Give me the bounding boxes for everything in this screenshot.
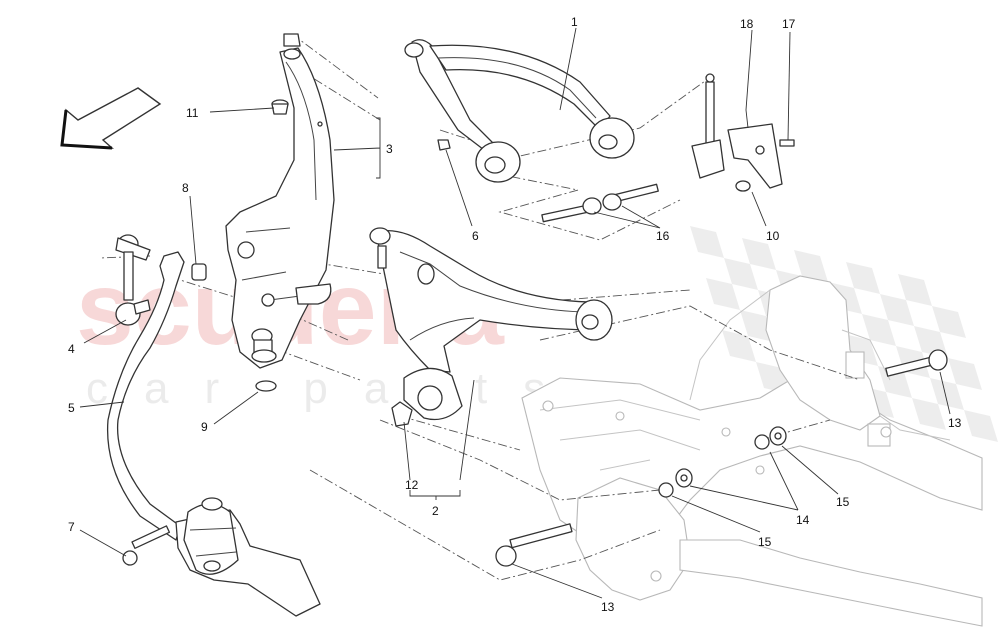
callout-1: 1	[571, 15, 578, 29]
checker-square	[740, 310, 774, 342]
steering-knuckle	[225, 33, 335, 369]
checker-square	[930, 378, 964, 410]
callout-15-b: 15	[758, 535, 772, 549]
stabilizer-link	[115, 234, 151, 326]
checker-square	[880, 294, 914, 326]
callout-13-b: 13	[601, 600, 615, 614]
callout-6: 6	[472, 229, 479, 243]
checker-square	[742, 238, 776, 270]
callout-9: 9	[201, 420, 208, 434]
callout-5: 5	[68, 401, 75, 415]
checker-square	[724, 258, 758, 290]
checker-square	[794, 250, 828, 282]
stabilizer-bar	[106, 251, 321, 617]
checker-square	[964, 410, 998, 442]
callout-3: 3	[386, 142, 393, 156]
callout-11: 11	[186, 106, 199, 120]
callout-14: 14	[796, 513, 810, 527]
lower-control-arm	[369, 227, 613, 427]
callout-7: 7	[68, 520, 75, 534]
checker-square	[948, 358, 982, 390]
direction-arrow-icon	[60, 87, 162, 150]
leader-lines	[79, 27, 951, 599]
checker-square	[706, 278, 740, 310]
checker-square	[932, 306, 966, 338]
callout-18: 18	[740, 17, 754, 31]
watermark-sub: car parts	[86, 364, 581, 413]
hardware	[122, 99, 948, 567]
height-sensor	[691, 73, 795, 189]
callout-15-a: 15	[836, 495, 850, 509]
callout-4: 4	[68, 342, 75, 356]
checker-square	[846, 262, 880, 294]
callout-13-a: 13	[948, 416, 962, 430]
subframe	[521, 275, 983, 627]
checker-square	[862, 314, 896, 346]
assembly-lines	[99, 33, 861, 581]
callout-10: 10	[766, 229, 780, 243]
callout-17: 17	[782, 17, 796, 31]
checker-square	[912, 398, 946, 430]
checker-square	[722, 330, 756, 362]
callout-16: 16	[656, 229, 670, 243]
checker-square	[690, 226, 724, 258]
callout-12: 12	[405, 478, 419, 492]
callout-8: 8	[182, 181, 189, 195]
upper-control-arm	[404, 39, 635, 183]
checker-square	[898, 274, 932, 306]
callouts: 1 2 3 4 5 6 7 8 9 10 11 12 13 13 14 15 1…	[68, 15, 962, 614]
callout-2: 2	[432, 504, 439, 518]
